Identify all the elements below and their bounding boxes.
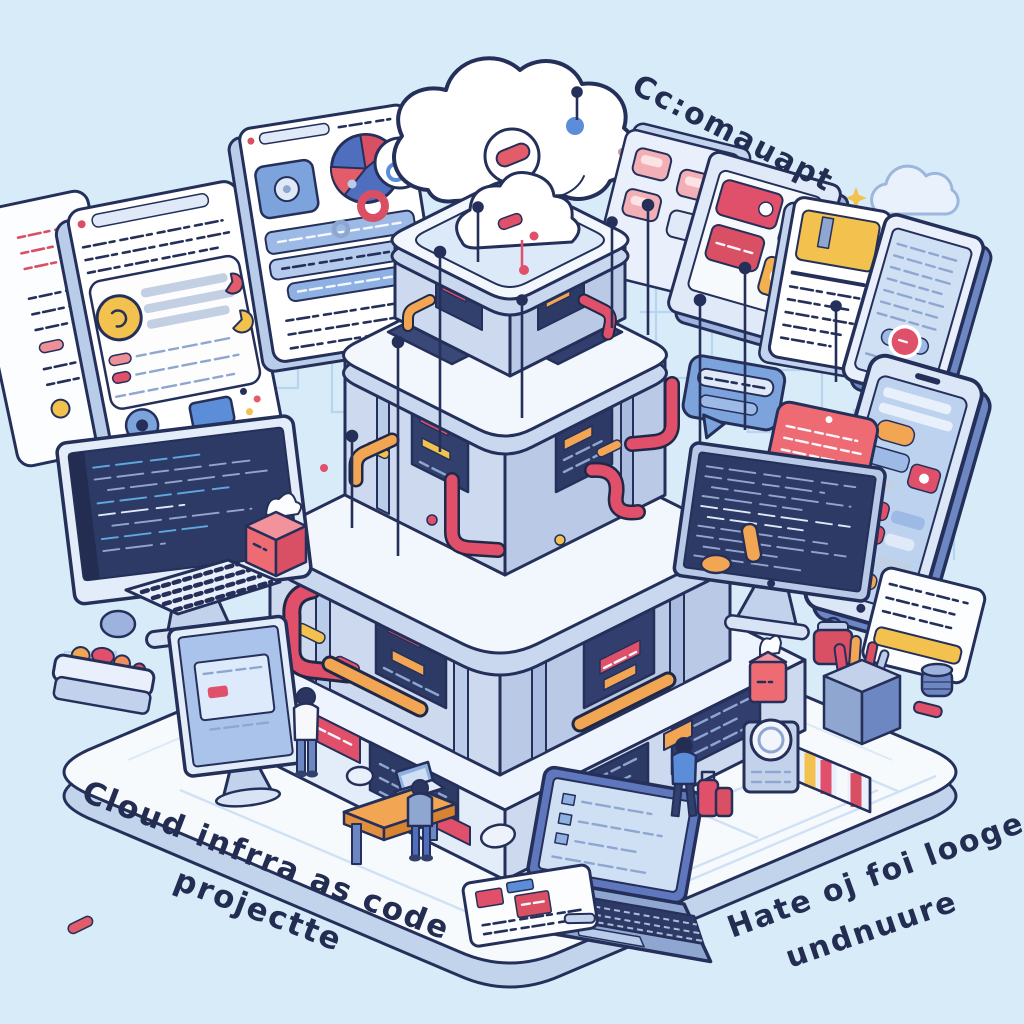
- tissue-cube: [244, 492, 308, 578]
- pill-chip: [38, 338, 64, 354]
- red-bag-2: [714, 786, 734, 818]
- trace-dot-red: [320, 464, 328, 472]
- speaker-slot: [915, 373, 941, 385]
- blue-dot: [566, 117, 584, 135]
- ring-icon-small: [331, 219, 351, 239]
- red-pill-icon: [497, 212, 523, 231]
- orange-capsule: [740, 522, 763, 564]
- keyboard[interactable]: [124, 558, 282, 616]
- lens-device: [742, 718, 872, 814]
- snack-tray: [51, 646, 156, 715]
- laptop-screen[interactable]: [537, 777, 693, 893]
- small-cloud-on-tower: [455, 171, 581, 275]
- floor-monitor: [167, 614, 304, 808]
- window-dot: [247, 137, 255, 145]
- browser-window-analytics: [54, 180, 283, 470]
- url-bar[interactable]: [91, 193, 210, 228]
- bookmark-icon: [816, 216, 835, 250]
- speech-bubble-blue: [681, 354, 787, 440]
- row-bar: [140, 273, 228, 298]
- dot-bubble: [347, 179, 357, 189]
- code-screen[interactable]: [67, 426, 299, 582]
- mouse[interactable]: [479, 822, 517, 851]
- floor-tablet: [461, 863, 599, 948]
- mouse[interactable]: [345, 765, 375, 787]
- orange-chip: [663, 719, 693, 751]
- touchpad[interactable]: [575, 925, 645, 948]
- camera-dot: [767, 579, 776, 588]
- outline-cloud: [845, 164, 960, 216]
- red-pill-icon: [495, 142, 531, 168]
- yellow-strip: [873, 626, 963, 665]
- red-container: [748, 634, 788, 704]
- orange-blob: [699, 553, 733, 575]
- lens: [749, 718, 793, 762]
- person-white-shirt: [292, 687, 320, 778]
- person-at-desk: [406, 779, 434, 862]
- sparkle: [845, 187, 867, 209]
- barrel: [920, 662, 954, 698]
- terminal-lines: [693, 465, 857, 572]
- red-arc-icon: [224, 272, 244, 295]
- connection-pins: [345, 86, 842, 556]
- tower-tier-1: [390, 171, 630, 378]
- window-dot: [77, 220, 86, 229]
- red-item: [913, 700, 943, 719]
- pen-cabinet: [822, 635, 902, 746]
- coin-icon: [50, 398, 71, 419]
- code-lines: [92, 452, 268, 552]
- card-yellow-strip: [861, 566, 987, 685]
- yellow-arc-icon: [232, 309, 254, 334]
- stylus: [563, 912, 596, 925]
- person-with-luggage: [670, 737, 734, 818]
- desktop-monitor-left: [55, 414, 313, 649]
- coin-icon: [95, 294, 143, 342]
- ring-icon-red: [357, 190, 389, 222]
- home-button[interactable]: [855, 603, 866, 614]
- mouse[interactable]: [99, 609, 137, 639]
